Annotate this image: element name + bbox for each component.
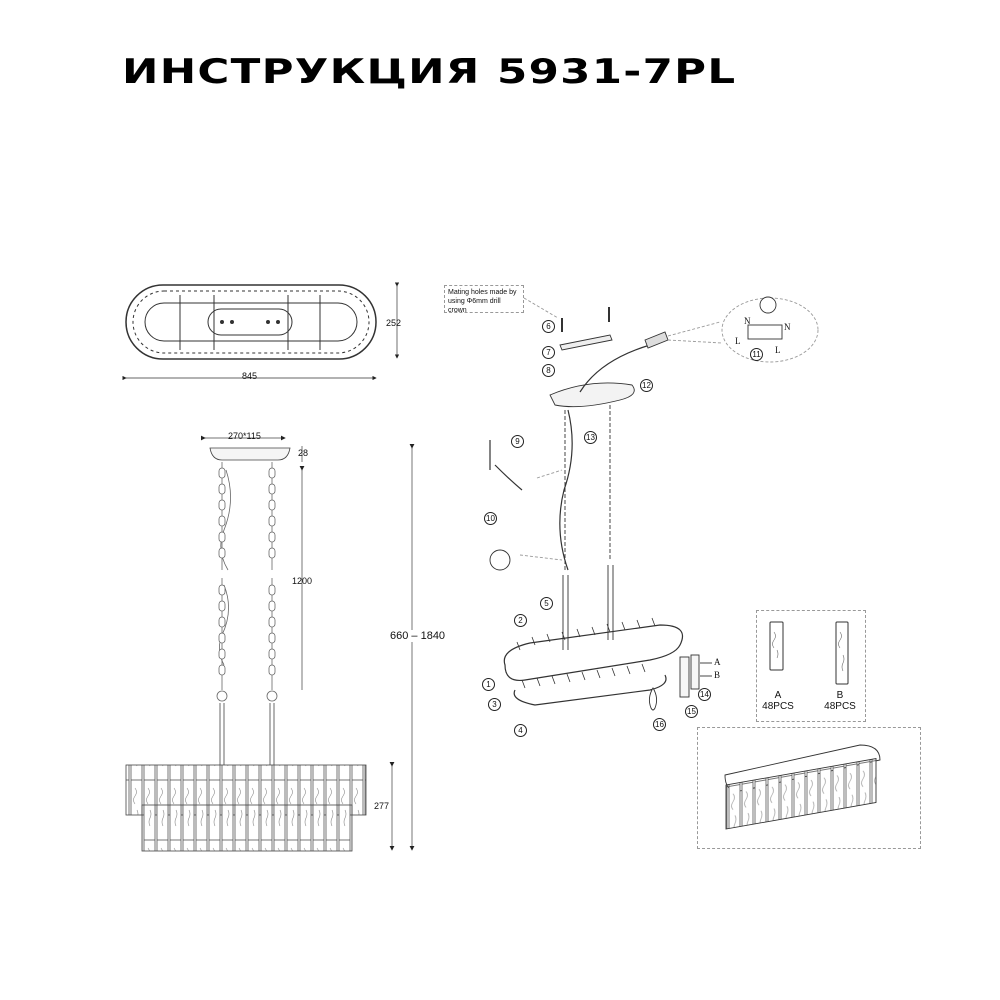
crystal-b-pointer-label: B — [714, 670, 721, 680]
part-a: A 48PCS — [756, 690, 800, 712]
wire-neutral-label: N — [744, 316, 751, 326]
step-16: 16 — [653, 718, 666, 731]
drilling-note: Mating holes made by using Φ6mm drill cr… — [444, 285, 524, 314]
crystal-a-pointer-label: A — [714, 657, 721, 667]
finished-view — [724, 744, 881, 830]
wire-live-label-2: L — [775, 345, 781, 355]
step-3: 3 — [488, 698, 501, 711]
step-10: 10 — [484, 512, 497, 525]
step-8: 8 — [542, 364, 555, 377]
part-a-id: A — [774, 690, 782, 701]
step-7: 7 — [542, 346, 555, 359]
dimension-canopy-height: 28 — [298, 448, 309, 458]
document-title: ИНСТРУКЦИЯ 5931-7PL — [122, 52, 737, 92]
dimension-depth: 252 — [386, 318, 402, 328]
part-a-qty: 48PCS — [762, 701, 794, 712]
dimension-body-height: 277 — [374, 801, 390, 811]
step-9: 9 — [511, 435, 524, 448]
part-b: B 48PCS — [818, 690, 862, 712]
finished-view-box — [697, 727, 921, 849]
top-view — [122, 282, 400, 381]
dimension-total-height: 660 – 1840 — [390, 630, 446, 642]
wire-live-label: L — [735, 336, 741, 346]
exploded-assembly — [489, 296, 819, 711]
dimension-canopy: 270*115 — [228, 431, 261, 441]
step-1: 1 — [482, 678, 495, 691]
step-12: 12 — [640, 379, 653, 392]
side-view — [125, 435, 415, 852]
step-5: 5 — [540, 597, 553, 610]
step-2: 2 — [514, 614, 527, 627]
wire-neutral-label-2: N — [784, 322, 791, 332]
dimension-chain-length: 1200 — [292, 576, 313, 586]
step-15: 15 — [685, 705, 698, 718]
step-13: 13 — [584, 431, 597, 444]
step-6: 6 — [542, 320, 555, 333]
parts-crystals — [769, 621, 849, 685]
part-b-qty: 48PCS — [824, 701, 856, 712]
part-b-id: B — [836, 690, 844, 701]
step-4: 4 — [514, 724, 527, 737]
step-11: 11 — [750, 348, 763, 361]
step-14: 14 — [698, 688, 711, 701]
dimension-width: 845 — [242, 371, 258, 381]
parts-list-box — [756, 610, 866, 722]
